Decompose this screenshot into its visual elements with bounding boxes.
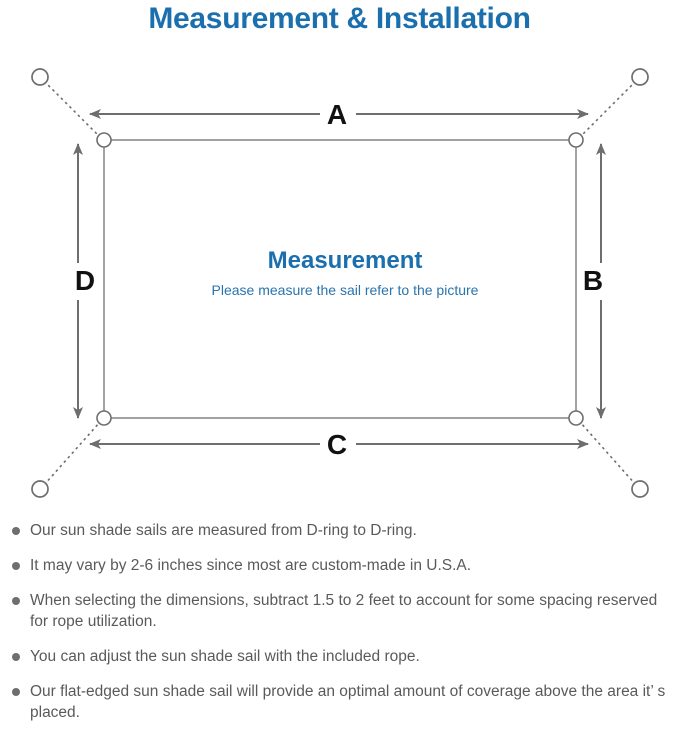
dimension-label-a: A: [327, 99, 347, 130]
dimension-arrow-c: C: [89, 429, 589, 460]
bullet-icon: [12, 527, 20, 535]
d-ring-top-right: [568, 132, 584, 148]
list-item-text: It may vary by 2-6 inches since most are…: [30, 557, 472, 574]
d-ring-top-left: [96, 132, 112, 148]
list-item-text: When selecting the dimensions, subtract …: [30, 592, 658, 630]
list-item-text: You can adjust the sun shade sail with t…: [30, 648, 420, 665]
notes-list: Our sun shade sails are measured from D-…: [0, 520, 679, 737]
anchor-point-top-left: [31, 68, 49, 86]
list-item: When selecting the dimensions, subtract …: [0, 590, 679, 632]
anchor-point-bottom-right: [631, 480, 649, 498]
list-item: Our sun shade sails are measured from D-…: [0, 520, 679, 541]
d-ring-bottom-left: [96, 410, 112, 426]
dimension-arrow-d: D: [73, 143, 95, 419]
sail-rectangle: [103, 139, 577, 419]
diagram-canvas: A C D B Measurement Please measure the s…: [31, 68, 649, 498]
measurement-diagram: A C D B Measurement Please measure the s…: [0, 48, 679, 518]
rope-line-bottom-left: [43, 421, 101, 486]
dimension-label-c: C: [327, 429, 347, 460]
rope-line-top-right: [579, 80, 637, 138]
rope-line-bottom-right: [579, 421, 637, 486]
rope-line-top-left: [43, 80, 101, 138]
list-item-text: Our flat-edged sun shade sail will provi…: [30, 683, 666, 721]
dimension-label-b: B: [583, 265, 603, 296]
page-title: Measurement & Installation: [148, 2, 531, 35]
list-item: It may vary by 2-6 inches since most are…: [0, 555, 679, 576]
dimension-label-d: D: [75, 265, 95, 296]
d-rings: [96, 132, 584, 426]
anchor-points: [31, 68, 649, 498]
anchor-point-bottom-left: [31, 480, 49, 498]
list-item-text: Our sun shade sails are measured from D-…: [30, 522, 417, 539]
bullet-icon: [12, 653, 20, 661]
list-item: Our flat-edged sun shade sail will provi…: [0, 681, 679, 723]
list-item: You can adjust the sun shade sail with t…: [0, 646, 679, 667]
anchor-point-top-right: [631, 68, 649, 86]
measurement-heading: Measurement: [268, 247, 423, 274]
dimension-arrow-b: B: [583, 143, 606, 419]
measurement-subheading: Please measure the sail refer to the pic…: [212, 282, 479, 298]
bullet-icon: [12, 562, 20, 570]
rope-lines: [43, 80, 637, 486]
dimension-arrow-a: A: [89, 99, 589, 130]
bullet-icon: [12, 597, 20, 605]
d-ring-bottom-right: [568, 410, 584, 426]
bullet-icon: [12, 688, 20, 696]
